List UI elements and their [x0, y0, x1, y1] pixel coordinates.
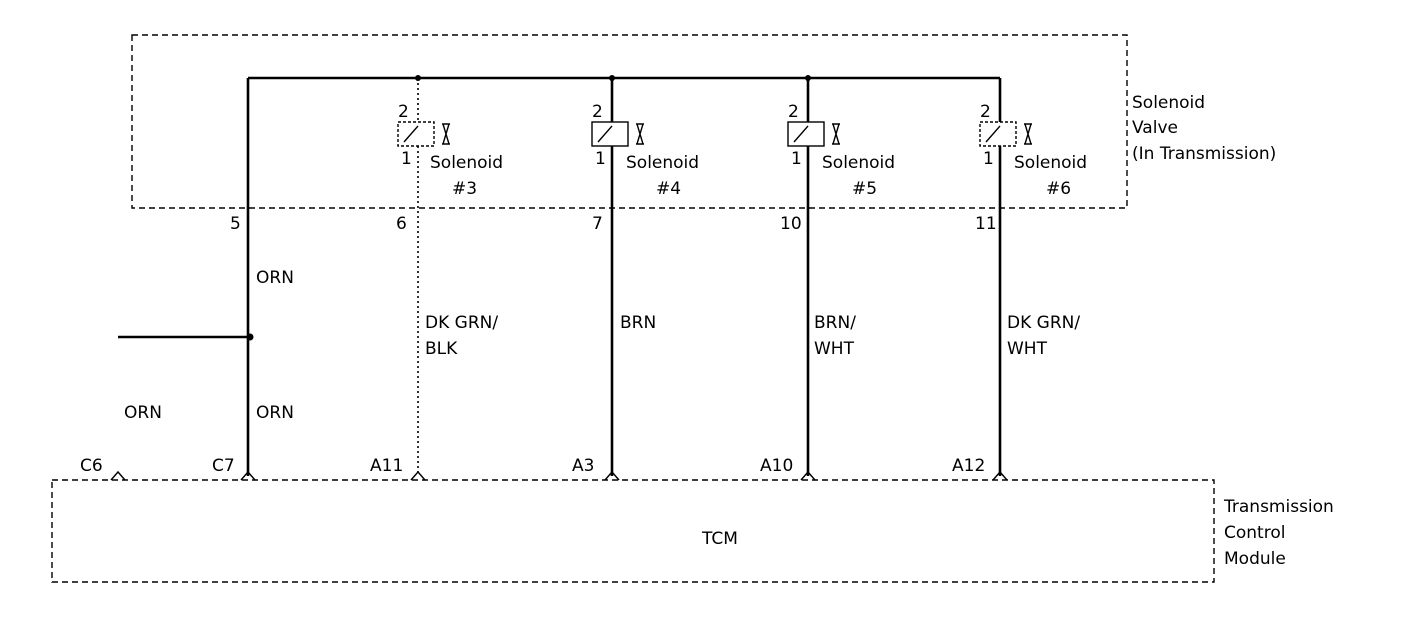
supply-tcm-pin: C7: [212, 456, 235, 476]
solenoid-6-number: #6: [1046, 179, 1071, 199]
solenoid-6-wire-color-1: DK GRN/: [1007, 313, 1080, 333]
solenoid-5-wire-color-2: WHT: [814, 339, 855, 359]
solenoid-5-wire-color-1: BRN/: [814, 313, 856, 333]
tcm-label: TCM: [701, 529, 738, 549]
solenoid-4-pin-top: 2: [592, 102, 603, 122]
solenoid-4-coil-icon: [591, 121, 644, 147]
solenoid-valve-box: [131, 34, 1128, 209]
tcm-name-1: Transmission: [1223, 497, 1334, 517]
solenoid-3-tcm-pin: A11: [370, 456, 403, 476]
connector-icon: [604, 470, 620, 481]
connector-icon: [992, 470, 1008, 481]
solenoid-3-pin-top: 2: [398, 102, 409, 122]
solenoid-valve-title-2: Valve: [1132, 118, 1178, 138]
supply-wire-color-upper: ORN: [256, 268, 294, 288]
tcm-name-2: Control: [1224, 523, 1285, 543]
solenoid-4-tcm-pin: A3: [572, 456, 594, 476]
solenoid-5-number: #5: [852, 179, 877, 199]
solenoid-5-coil-icon: [787, 121, 840, 147]
branch-tcm-pin: C6: [80, 456, 103, 476]
solenoid-valve-title-1: Solenoid: [1132, 93, 1205, 113]
solenoid-6-coil-icon: [979, 121, 1032, 147]
solenoid-3-wire-color-2: BLK: [425, 339, 458, 359]
solenoid-4-wire-color-1: BRN: [620, 313, 656, 333]
connector-icon: [410, 470, 426, 481]
solenoid-6-pin-top: 2: [980, 102, 991, 122]
connector-icon: [110, 470, 126, 481]
solenoid-3-coil-icon: [397, 121, 450, 147]
solenoid-4-connector-pin: 7: [592, 214, 603, 234]
solenoid-5-pin-bottom: 1: [791, 149, 802, 169]
supply-wire-color-lower: ORN: [256, 403, 294, 423]
solenoid-3-pin-bottom: 1: [401, 149, 412, 169]
supply-connector-pin: 5: [230, 214, 241, 234]
solenoid-4-number: #4: [656, 179, 681, 199]
solenoid-6-wire-color-2: WHT: [1007, 339, 1048, 359]
solenoid-5-tcm-pin: A10: [760, 456, 793, 476]
solenoid-3-connector-pin: 6: [396, 214, 407, 234]
solenoid-6-connector-pin: 11: [975, 214, 997, 234]
solenoid-valve-title-3: (In Transmission): [1132, 144, 1276, 164]
solenoid-6-pin-bottom: 1: [983, 149, 994, 169]
branch-wire-color: ORN: [124, 403, 162, 423]
solenoid-6-label: Solenoid: [1014, 153, 1087, 173]
junction-dot: [246, 333, 254, 341]
connector-icon: [240, 470, 256, 481]
solenoid-5-pin-top: 2: [788, 102, 799, 122]
solenoid-4-pin-bottom: 1: [595, 149, 606, 169]
connector-icon: [800, 470, 816, 481]
solenoid-4-label: Solenoid: [626, 153, 699, 173]
solenoid-5-connector-pin: 10: [780, 214, 802, 234]
solenoid-3-label: Solenoid: [430, 153, 503, 173]
solenoid-6-tcm-pin: A12: [952, 456, 985, 476]
solenoid-3-wire-color-1: DK GRN/: [425, 313, 498, 333]
tcm-box: [51, 479, 1215, 583]
solenoid-5-label: Solenoid: [822, 153, 895, 173]
tcm-name-3: Module: [1224, 549, 1286, 569]
solenoid-3-number: #3: [452, 179, 477, 199]
